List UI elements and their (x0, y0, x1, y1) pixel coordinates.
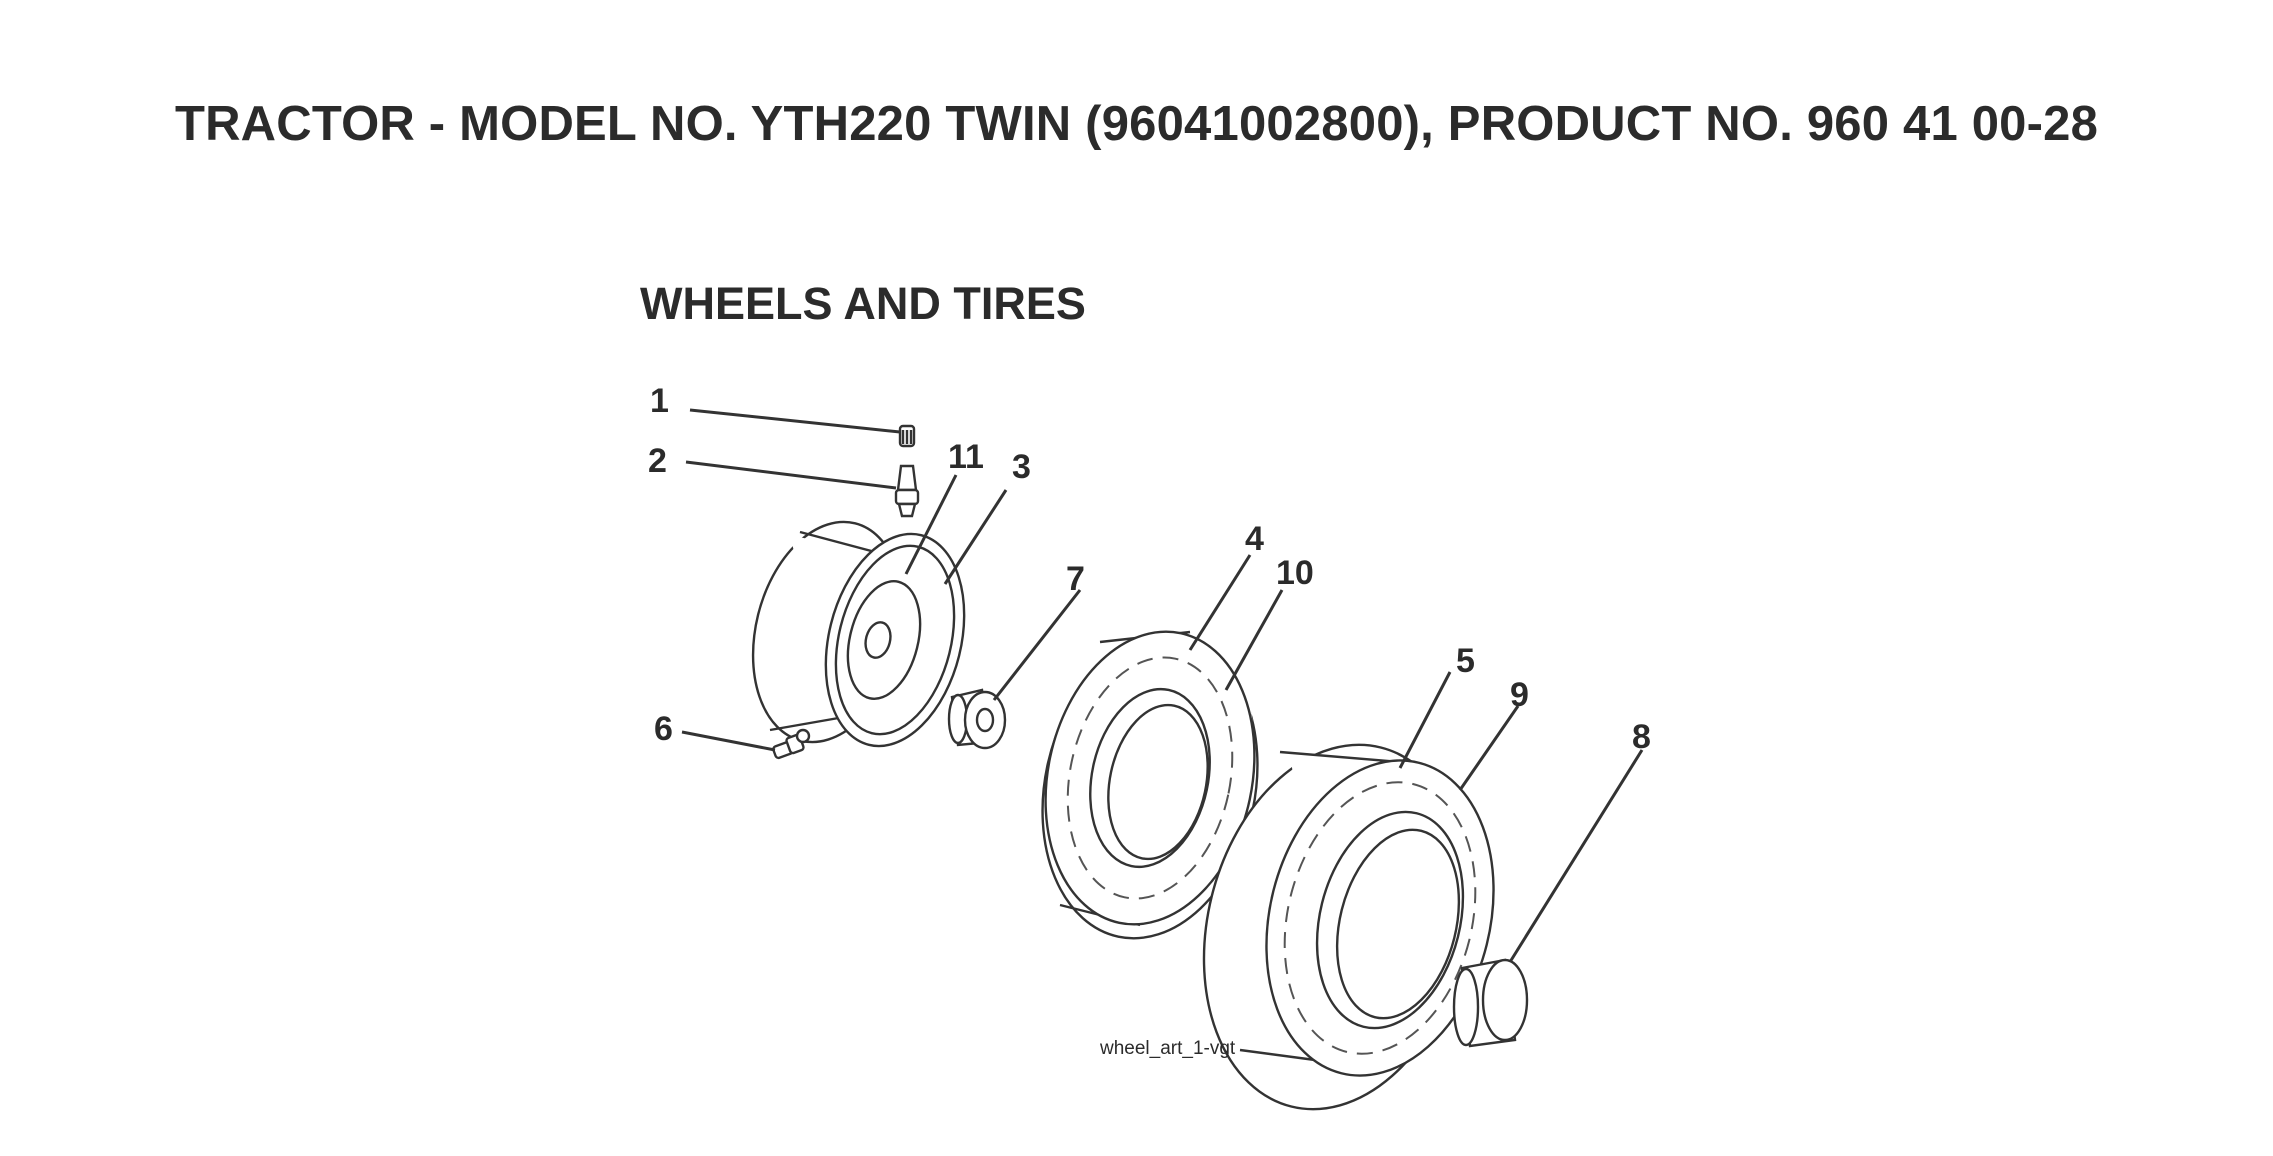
callout-11: 11 (948, 438, 984, 476)
art-label: wheel_art_1-vgt (1099, 1038, 1236, 1059)
callout-4: 4 (1245, 520, 1264, 558)
callout-3: 3 (1012, 448, 1031, 486)
valve-cap-part (898, 424, 916, 448)
bushing-part (947, 688, 1007, 750)
rim-part (751, 520, 966, 748)
front-tire-part (1041, 630, 1259, 940)
section-title: WHEELS AND TIRES (640, 278, 1086, 329)
callout-5: 5 (1456, 642, 1475, 680)
callout-9: 9 (1510, 676, 1529, 714)
callout-1: 1 (650, 382, 669, 420)
callout-8: 8 (1632, 718, 1651, 756)
rear-hub-cap-part (1452, 958, 1529, 1048)
leader-lines (681, 408, 1644, 963)
page-title: TRACTOR - MODEL NO. YTH220 TWIN (9604100… (174, 97, 2099, 151)
grease-fitting-part (772, 728, 811, 760)
callout-10: 10 (1276, 554, 1314, 592)
rear-tire-part (1202, 743, 1495, 1111)
callout-2: 2 (648, 442, 667, 480)
callout-6: 6 (654, 710, 673, 748)
valve-stem-part (894, 464, 920, 518)
callout-7: 7 (1066, 560, 1085, 598)
